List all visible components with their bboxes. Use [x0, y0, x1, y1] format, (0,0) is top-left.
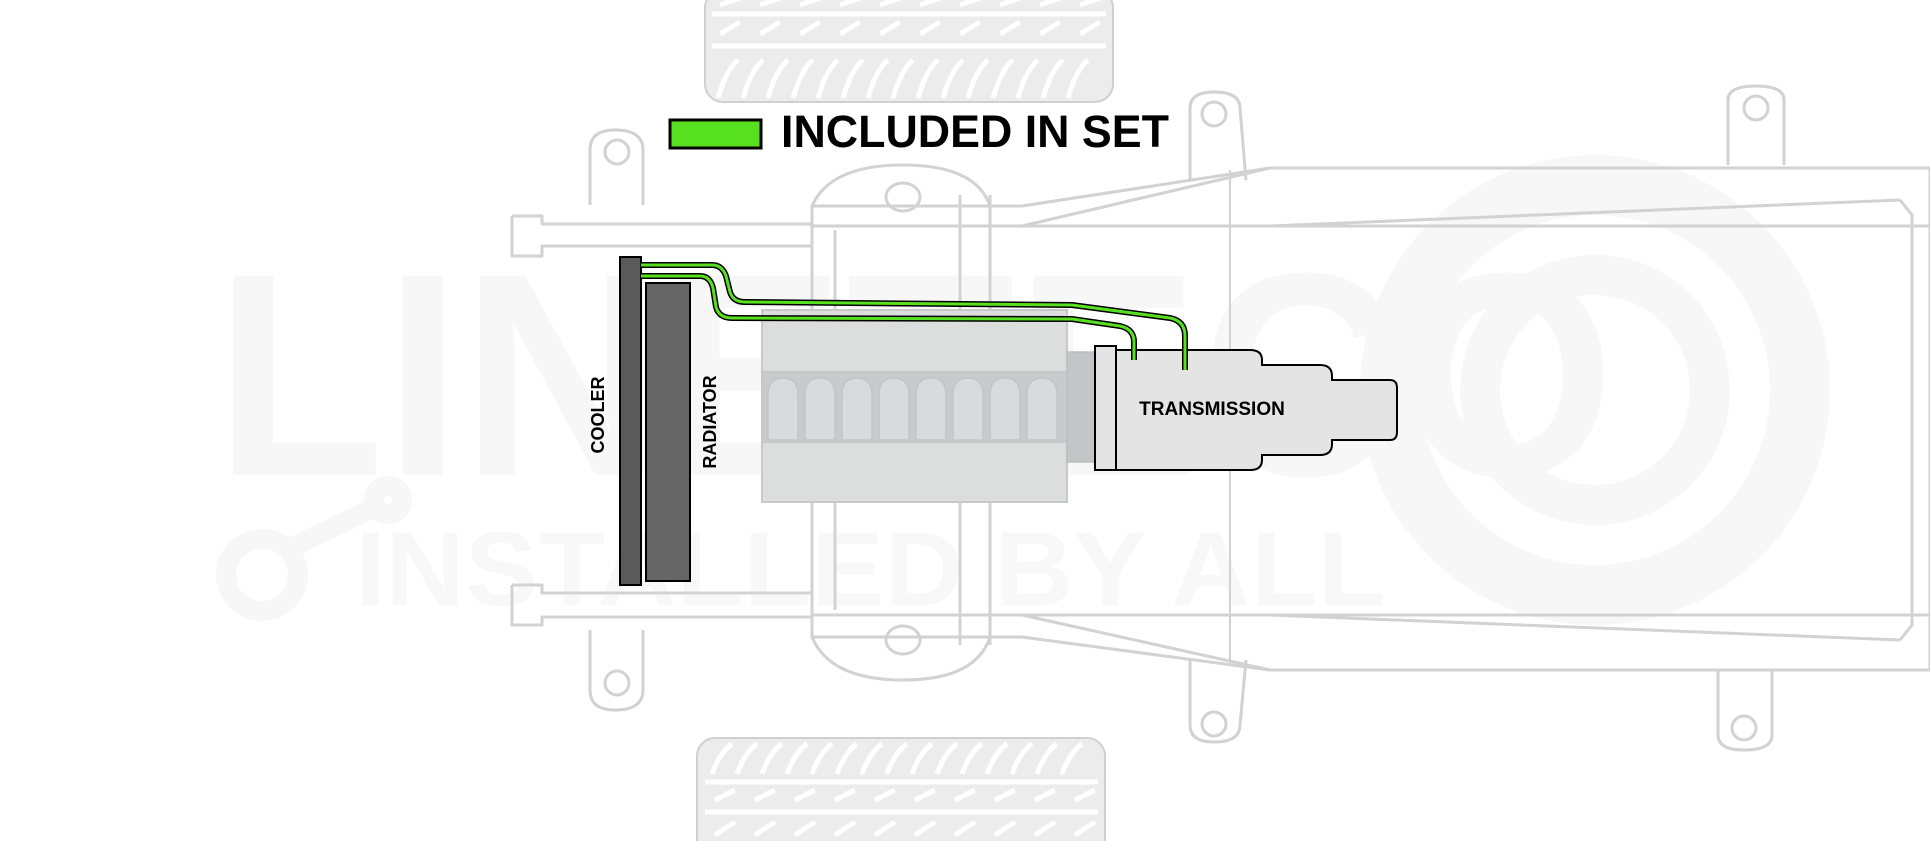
watermark-wrench-icon [216, 476, 412, 621]
radiator-label: RADIATOR [700, 375, 720, 468]
tire-bottom [696, 737, 1106, 841]
engine-block [761, 309, 1098, 503]
cooler-line-upper [641, 262, 1188, 370]
radiator: RADIATOR [645, 282, 720, 582]
transmission: TRANSMISSION [1094, 345, 1398, 471]
legend: INCLUDED IN SET [668, 106, 1169, 157]
cooler-line-lower [641, 273, 1137, 360]
cooler: COOLER [588, 256, 642, 586]
transmission-label: TRANSMISSION [1139, 399, 1285, 420]
watermark-tagline: INSTALLED BY ALL [355, 511, 1385, 628]
watermark: LINETECO INSTALLED BY ALL [215, 155, 1830, 628]
cooler-label: COOLER [588, 376, 608, 453]
legend-label: INCLUDED IN SET [781, 106, 1169, 157]
legend-swatch [668, 118, 763, 150]
tire-top [704, 0, 1114, 103]
